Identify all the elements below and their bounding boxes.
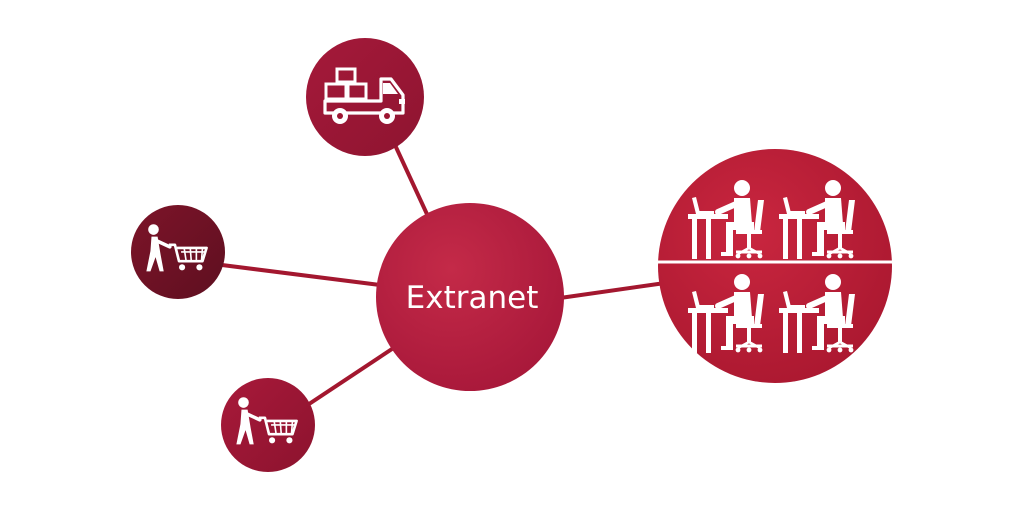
customer-top-node[interactable] (131, 205, 225, 299)
connector-customer-top (221, 263, 381, 287)
hub-circle (376, 203, 564, 391)
office-node[interactable] (658, 149, 892, 383)
connector-delivery (393, 144, 434, 226)
extranet-hub[interactable]: Extranet (376, 203, 564, 391)
delivery-truck-icon (323, 67, 405, 124)
connectors (221, 144, 666, 412)
office-workers-at-desks-icon (658, 180, 892, 353)
connector-customer-bottom (298, 343, 400, 412)
hub-label: Extranet (406, 280, 539, 316)
connector-office (559, 281, 666, 300)
customer-bottom-node[interactable] (221, 378, 315, 472)
delivery-node[interactable] (306, 38, 424, 156)
